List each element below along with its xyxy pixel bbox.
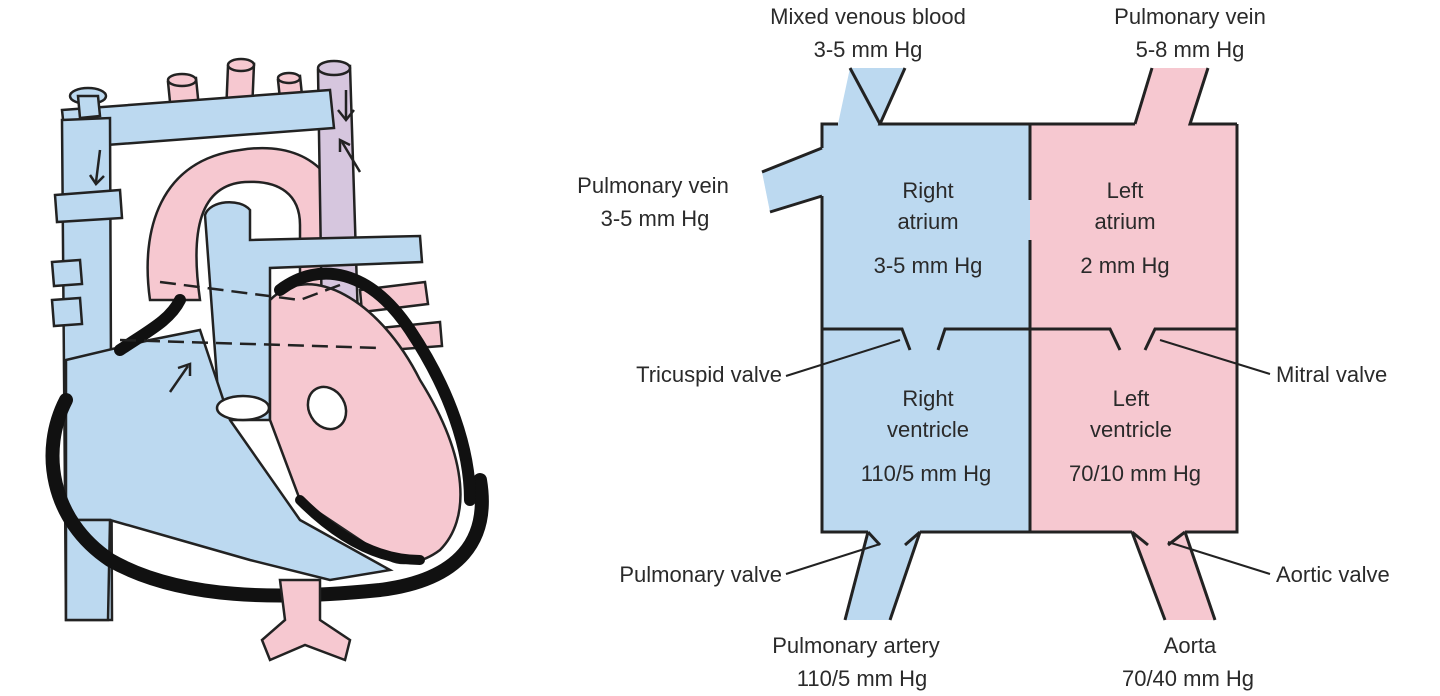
left-atrium-label-1: Left: [1107, 178, 1144, 203]
right-ventricle-label-2: ventricle: [887, 417, 969, 442]
dashed-paths: [119, 280, 381, 350]
pulmonary-vein-top-vessel: [1135, 68, 1208, 124]
left-ventricle-label-2: ventricle: [1090, 417, 1172, 442]
pulmonary-valve-label: Pulmonary valve: [619, 562, 782, 587]
aorta-pressure: 70/40 mm Hg: [1122, 666, 1254, 691]
pulmonary-vein-left-vessel: [762, 148, 822, 212]
aorta-label: Aorta: [1164, 633, 1217, 658]
right-atrium-label-1: Right: [902, 178, 953, 203]
mitral-valve-label: Mitral valve: [1276, 362, 1387, 387]
right-atrium-pressure: 3-5 mm Hg: [874, 253, 983, 278]
tricuspid-valve-label: Tricuspid valve: [636, 362, 782, 387]
pulmonary-artery-pressure: 110/5 mm Hg: [797, 666, 927, 691]
valve-leaflets: [215, 385, 348, 431]
descending-aorta: [260, 578, 352, 662]
leader-lines: [785, 339, 1271, 575]
right-ventricle-chamber: [822, 329, 1030, 532]
right-atrium-label-2: atrium: [897, 209, 958, 234]
myocardium: [45, 267, 489, 603]
right-atrium-chamber: [822, 124, 1030, 329]
schematic-outlines: [761, 67, 1239, 621]
left-atrium-chamber: [1030, 124, 1237, 329]
venous-system: [50, 86, 424, 622]
left-ventricle-chamber: [1030, 329, 1237, 532]
mixed-vessel-top: [316, 59, 352, 77]
left-atrium-pressure: 2 mm Hg: [1080, 253, 1169, 278]
pv-top-pressure: 5-8 mm Hg: [1136, 37, 1245, 62]
svc-vessel: [838, 68, 905, 124]
pulmonary-artery-label: Pulmonary artery: [772, 633, 940, 658]
svc-pressure: 3-5 mm Hg: [814, 37, 923, 62]
right-ventricle-pressure: 110/5 mm Hg: [861, 461, 991, 486]
left-ventricle-pressure: 70/10 mm Hg: [1069, 461, 1201, 486]
pv-top-label: Pulmonary vein: [1114, 4, 1266, 29]
pv-left-label: Pulmonary vein: [577, 173, 729, 198]
left-atrium-label-2: atrium: [1094, 209, 1155, 234]
aortic-valve-label: Aortic valve: [1276, 562, 1390, 587]
heart-illustration: [45, 57, 489, 662]
aorta-vessel: [1132, 532, 1215, 620]
pv-left-pressure: 3-5 mm Hg: [601, 206, 710, 231]
flow-arrows: [88, 90, 362, 393]
svc-label: Mixed venous blood: [770, 4, 966, 29]
schematic-diagram: Mixed venous blood 3-5 mm Hg Pulmonary v…: [577, 4, 1390, 691]
right-ventricle-label-1: Right: [902, 386, 953, 411]
left-ventricle-label-1: Left: [1113, 386, 1150, 411]
